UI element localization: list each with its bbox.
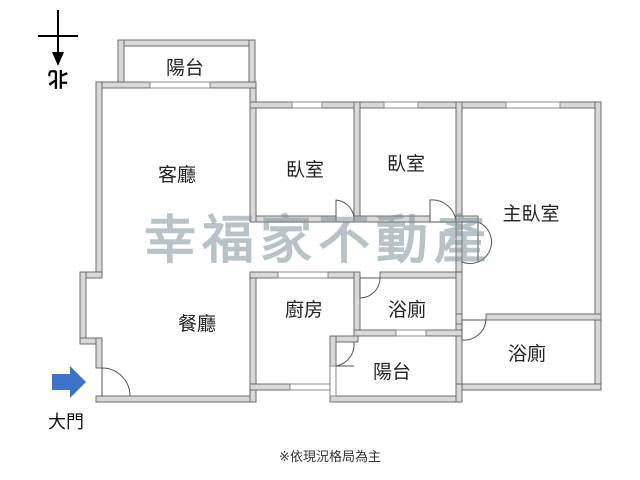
window-bedroom-1 bbox=[291, 101, 323, 109]
compass-arrow-icon bbox=[52, 52, 64, 66]
compass: 北 bbox=[38, 10, 78, 91]
windows bbox=[149, 81, 561, 397]
room-label-bathroom-1: 浴廁 bbox=[388, 298, 426, 321]
wall-bedroom-divider-1 bbox=[353, 101, 361, 223]
window-kitchen-bottom bbox=[289, 383, 331, 391]
wall-left-lower bbox=[79, 271, 87, 343]
wall-left-entry bbox=[95, 337, 103, 369]
door-bath1-icon bbox=[359, 277, 381, 299]
room-label-balcony-bottom: 陽台 bbox=[373, 361, 411, 383]
walls bbox=[79, 39, 602, 403]
doors bbox=[101, 199, 493, 397]
room-label-bedroom-1: 臥室 bbox=[286, 159, 324, 181]
watermark: 幸福家不動產 bbox=[144, 211, 492, 271]
wall-living-right bbox=[249, 87, 257, 223]
door-bedroom-2-icon bbox=[429, 199, 457, 223]
wall-right bbox=[594, 101, 602, 391]
window-kitchen bbox=[277, 271, 329, 279]
door-master-icon bbox=[461, 221, 493, 265]
window-master bbox=[505, 101, 561, 109]
window-balcony-bottom bbox=[329, 365, 337, 397]
window-balcony-top bbox=[149, 81, 211, 89]
door-entrance-icon bbox=[101, 367, 131, 397]
layout-note: ※依現況格局為主 bbox=[279, 449, 381, 465]
wall-balcony-top-right bbox=[248, 39, 256, 85]
door-bedroom-1-icon bbox=[335, 199, 355, 223]
wall-balcony-top-top bbox=[117, 39, 256, 47]
room-label-dining-room: 餐廳 bbox=[178, 313, 216, 335]
wall-left-upper bbox=[95, 81, 103, 279]
wall-balcony-bottom-right bbox=[455, 383, 463, 403]
entrance-arrow-icon bbox=[52, 366, 86, 398]
door-master-bath-icon bbox=[461, 319, 487, 341]
wall-bottom-dining bbox=[95, 395, 257, 403]
wall-kitchen-right bbox=[353, 271, 361, 333]
room-label-living-room: 客廳 bbox=[158, 164, 196, 186]
entrance: 大門 bbox=[48, 366, 86, 433]
wall-master-bath-top bbox=[485, 313, 602, 321]
wall-master-bath-left bbox=[455, 313, 463, 325]
wall-master-bath-bottom bbox=[455, 383, 602, 391]
room-label-kitchen: 廚房 bbox=[285, 298, 323, 321]
wall-bath1-top bbox=[379, 271, 463, 279]
door-balcony-bottom-icon bbox=[335, 341, 355, 367]
window-bath1 bbox=[395, 329, 427, 337]
entrance-label: 大門 bbox=[48, 412, 84, 433]
room-label-bedroom-2: 臥室 bbox=[387, 153, 425, 175]
wall-kitchen-bottom bbox=[249, 383, 291, 391]
wall-balcony-top-left bbox=[117, 39, 125, 85]
window-bedroom-2 bbox=[383, 101, 419, 109]
room-label-master-bedroom: 主臥室 bbox=[502, 203, 559, 225]
room-label-balcony-top: 陽台 bbox=[166, 57, 204, 79]
room-label-bathroom-2: 浴廁 bbox=[508, 342, 546, 365]
wall-dining-right bbox=[249, 271, 257, 403]
compass-north-label: 北 bbox=[48, 67, 68, 91]
wall-balcony-bottom-bottom bbox=[329, 395, 463, 403]
wall-balcony-bottom-left bbox=[329, 335, 337, 367]
